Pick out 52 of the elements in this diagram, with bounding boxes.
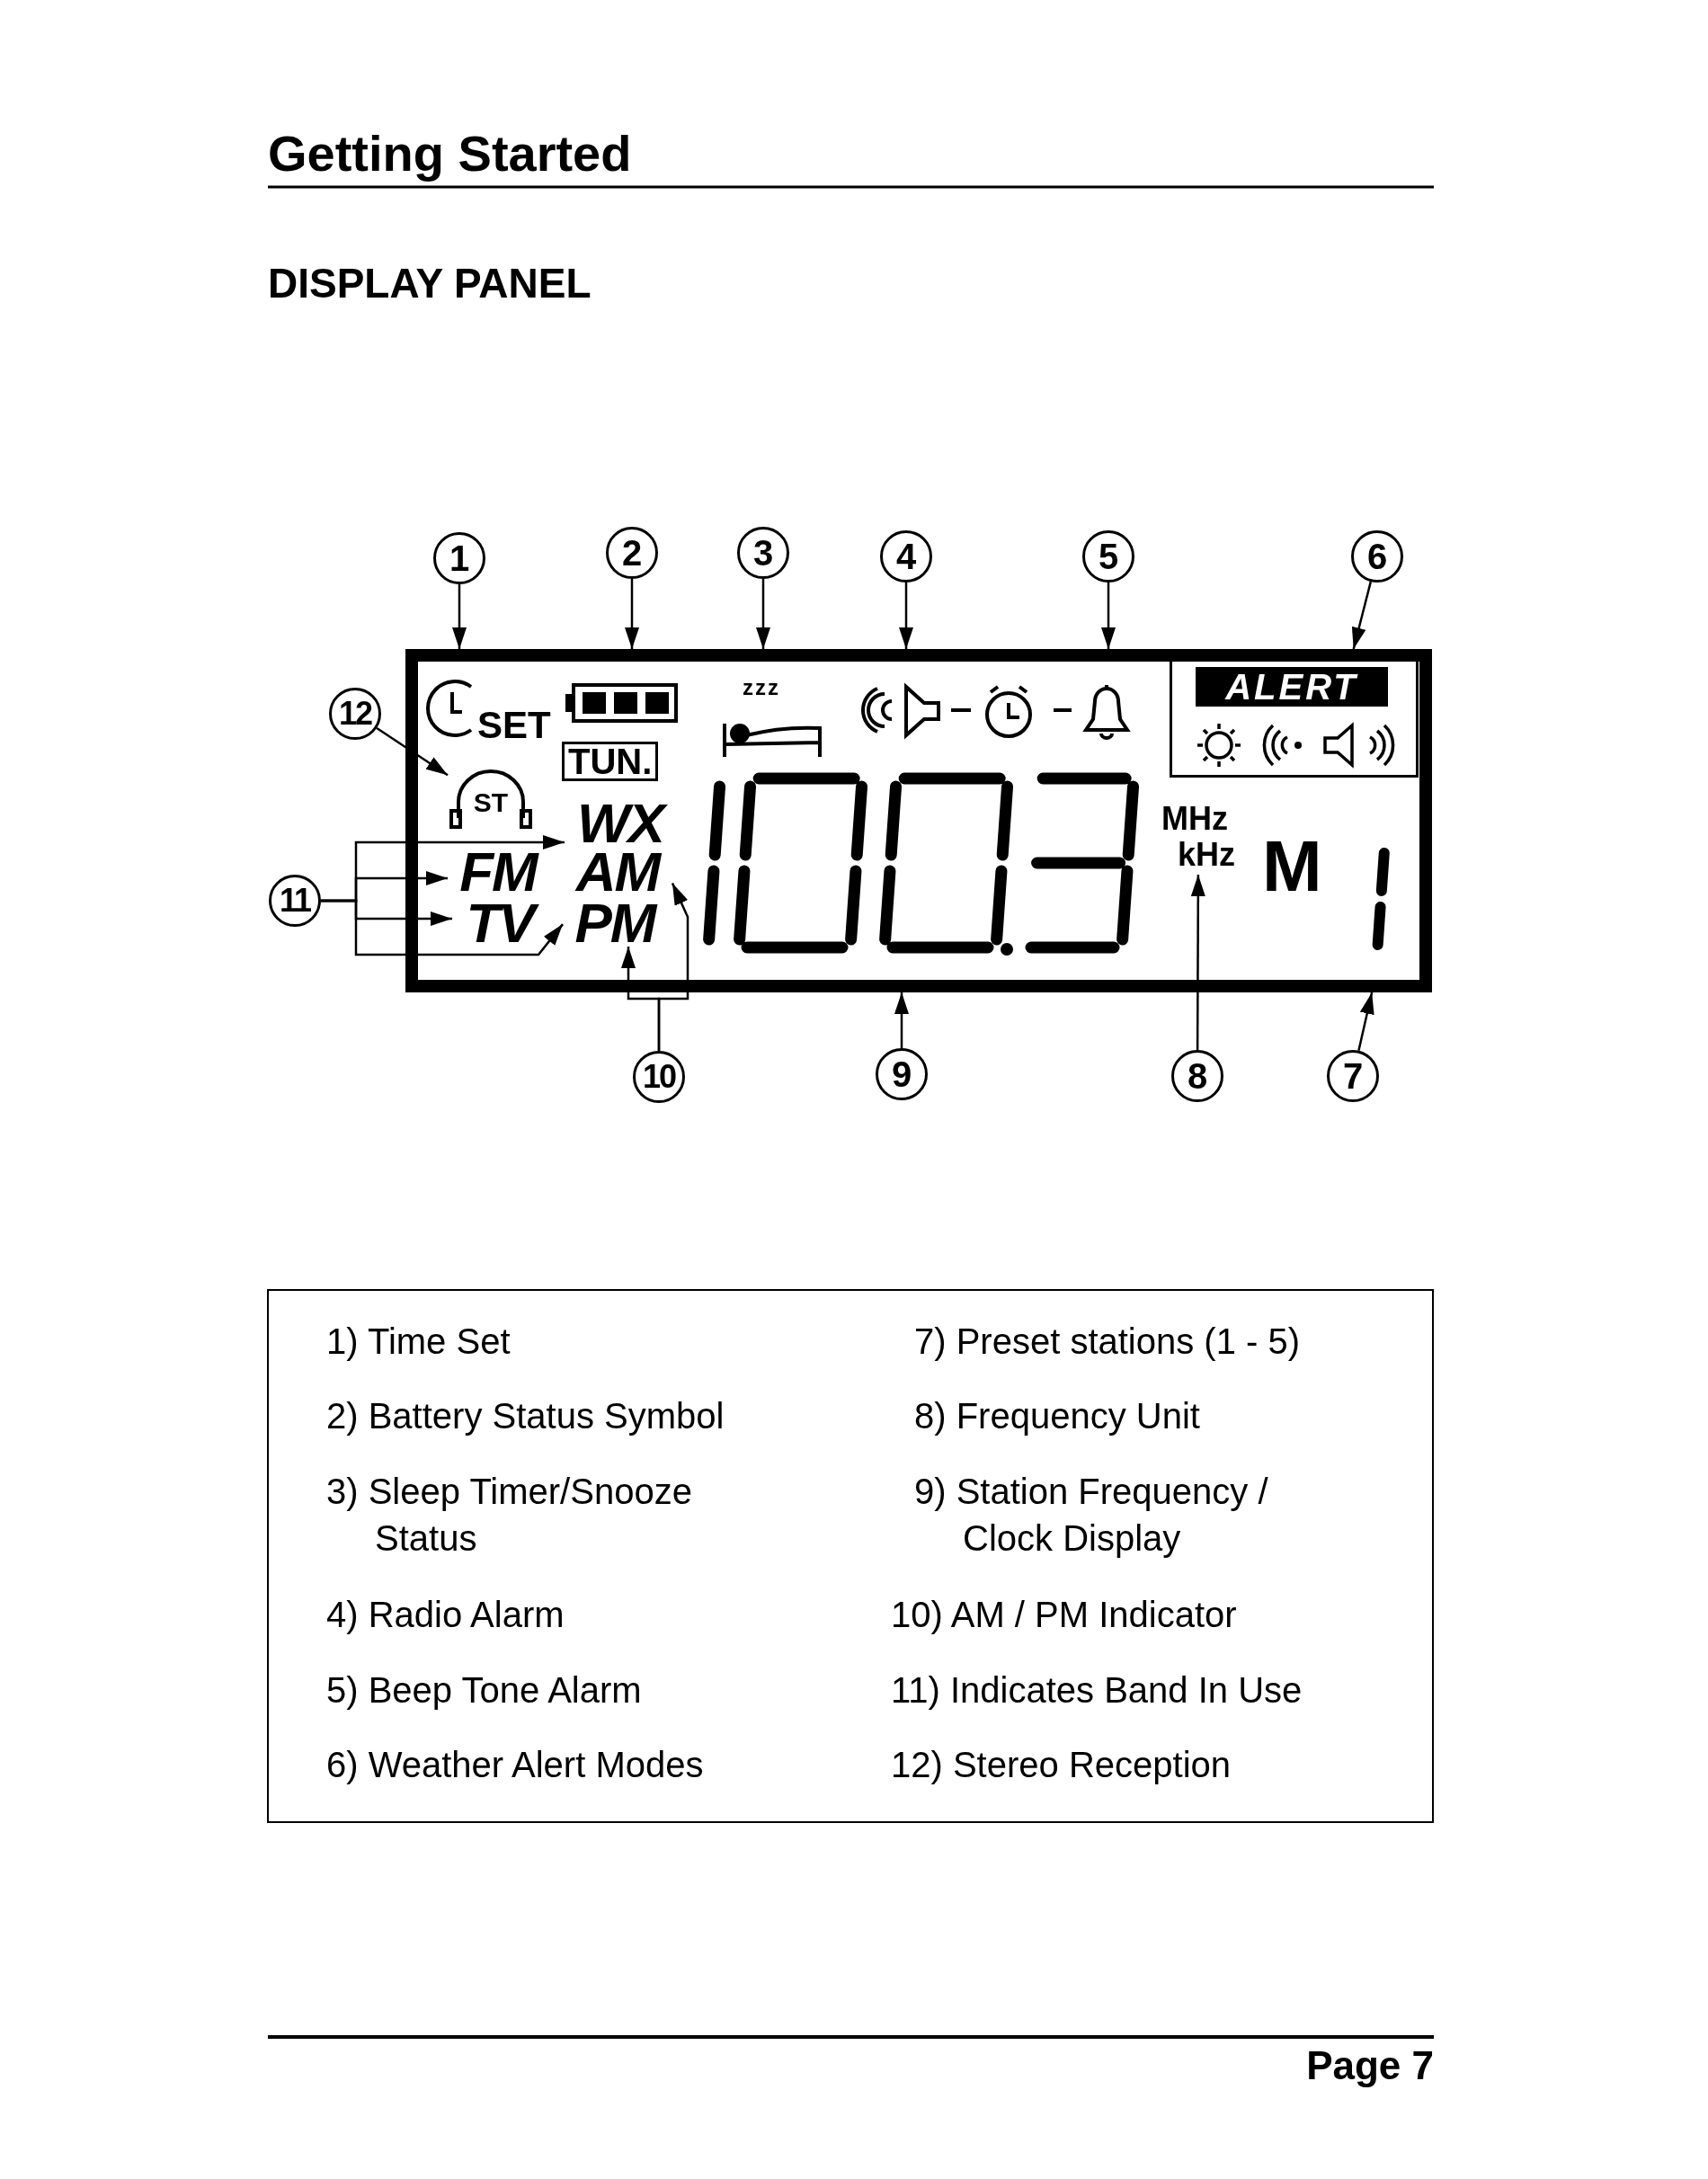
frequency-unit-label: MHz xyxy=(1161,801,1228,837)
callout-number: 3 xyxy=(737,527,789,579)
callout-number: 11 xyxy=(269,875,321,927)
band-indicator: FM xyxy=(448,849,548,895)
arrow xyxy=(376,726,449,777)
arrow xyxy=(452,584,467,649)
arrow xyxy=(321,899,564,956)
callout-number: 6 xyxy=(1351,530,1403,583)
tuning-indicator: TUN. xyxy=(562,742,659,781)
legend-item: 11) Indicates Band In Use xyxy=(891,1669,1303,1712)
legend-item: 4) Radio Alarm xyxy=(326,1594,565,1636)
legend-item: 7) Preset stations (1 - 5) xyxy=(914,1321,1302,1363)
legend-item: 12) Stereo Reception xyxy=(891,1744,1232,1786)
legend-item: 5) Beep Tone Alarm xyxy=(326,1669,643,1712)
arrow xyxy=(1351,581,1373,650)
arrow xyxy=(657,883,689,1051)
callout-number: 5 xyxy=(1082,530,1134,583)
callout-number: 8 xyxy=(1171,1050,1223,1102)
legend-item: 3) Sleep Timer/Snooze Status xyxy=(326,1471,693,1560)
section-heading: DISPLAY PANEL xyxy=(268,261,592,307)
frequency-unit-label: kHz xyxy=(1177,837,1235,873)
callout-number: 12 xyxy=(329,688,381,740)
page-number: Page 7 xyxy=(1306,2044,1434,2088)
alert-indicator: ALERT xyxy=(1196,667,1388,707)
legend-item: 2) Battery Status Symbol xyxy=(326,1395,725,1437)
arrow xyxy=(1190,875,1205,1050)
memory-indicator: M xyxy=(1262,827,1322,906)
band-indicator: TV xyxy=(452,899,547,947)
band-indicator: PM xyxy=(563,899,667,947)
band-indicator: WX xyxy=(565,798,676,849)
callout-number: 10 xyxy=(633,1051,685,1103)
callout-number: 1 xyxy=(433,532,485,584)
legend-item: 6) Weather Alert Modes xyxy=(326,1744,705,1786)
legend-item: 8) Frequency Unit xyxy=(914,1395,1201,1437)
legend-item: 9) Station Frequency / Clock Display xyxy=(914,1471,1269,1560)
page-title: Getting Started xyxy=(268,124,632,182)
arrow xyxy=(756,579,770,649)
callout-number: 4 xyxy=(880,530,932,583)
arrow xyxy=(899,583,913,649)
callout-number: 2 xyxy=(606,527,658,579)
snooze-indicator: zzz xyxy=(743,676,780,700)
callout-number: 9 xyxy=(876,1048,928,1100)
set-indicator: SET xyxy=(477,705,551,747)
lcd-display-panel xyxy=(405,649,1432,992)
legend-item: 10) AM / PM Indicator xyxy=(891,1594,1238,1636)
band-indicator: AM xyxy=(563,849,672,895)
legend-item: 1) Time Set xyxy=(326,1321,512,1363)
arrow xyxy=(894,992,909,1048)
arrow xyxy=(625,579,639,649)
callout-number: 7 xyxy=(1327,1050,1379,1102)
arrow xyxy=(1357,992,1374,1051)
arrow xyxy=(1101,583,1116,649)
